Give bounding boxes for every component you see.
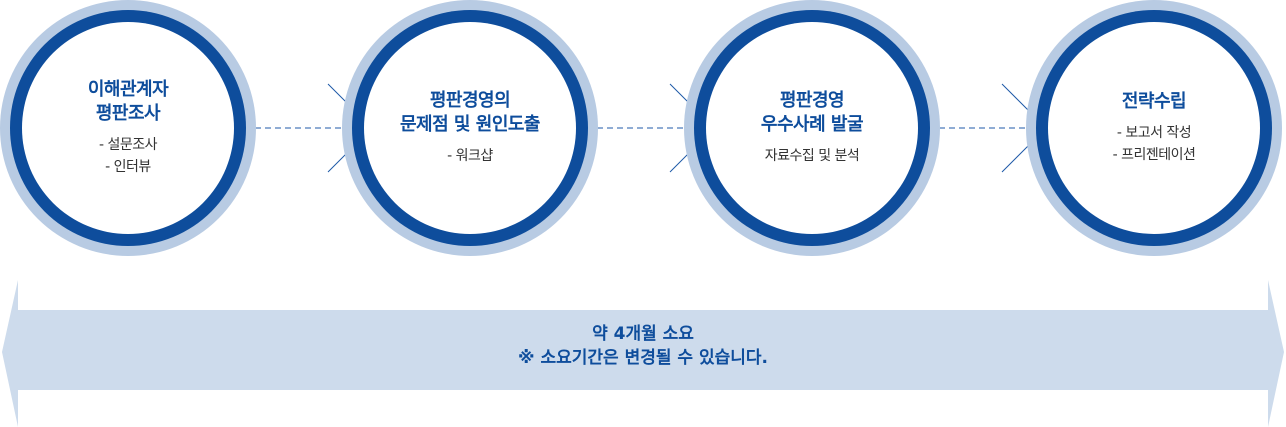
step-ring: 이해관계자 평판조사 - 설문조사 - 인터뷰 bbox=[10, 10, 246, 246]
step-title: 전략수립 bbox=[1121, 91, 1187, 112]
step-item-list: - 워크샵 bbox=[447, 145, 493, 167]
step-strategy: 전략수립 - 보고서 작성 - 프리젠테이션 bbox=[1026, 0, 1282, 256]
step-item: - 워크샵 bbox=[447, 148, 493, 164]
step-content: 이해관계자 평판조사 - 설문조사 - 인터뷰 bbox=[22, 22, 234, 234]
step-item: - 설문조사 bbox=[98, 137, 158, 153]
step-item: - 프리젠테이션 bbox=[1112, 147, 1196, 163]
step-content: 전략수립 - 보고서 작성 - 프리젠테이션 bbox=[1048, 22, 1260, 234]
step-item-list: - 설문조사 - 인터뷰 bbox=[98, 134, 158, 178]
duration-band: 약 4개월 소요 ※ 소요기간은 변경될 수 있습니다. bbox=[0, 280, 1286, 427]
step-item-list: - 보고서 작성 - 프리젠테이션 bbox=[1113, 122, 1196, 166]
step-ring: 전략수립 - 보고서 작성 - 프리젠테이션 bbox=[1036, 10, 1272, 246]
duration-arrow-band bbox=[2, 280, 1284, 427]
step-item: - 보고서 작성 bbox=[1116, 125, 1192, 141]
step-item-list: 자료수집 및 분석 bbox=[765, 145, 860, 167]
duration-label: 약 4개월 소요 ※ 소요기간은 변경될 수 있습니다. bbox=[0, 322, 1286, 370]
step-stakeholder-survey: 이해관계자 평판조사 - 설문조사 - 인터뷰 bbox=[0, 0, 256, 256]
double-arrow-icon bbox=[2, 280, 1284, 427]
duration-period: 약 4개월 소요 bbox=[592, 324, 694, 344]
step-content: 평판경영의 문제점 및 원인도출 - 워크샵 bbox=[364, 22, 576, 234]
step-title: 평판경영 우수사례 발굴 bbox=[760, 90, 864, 135]
step-content: 평판경영 우수사례 발굴 자료수집 및 분석 bbox=[706, 22, 918, 234]
step-ring: 평판경영의 문제점 및 원인도출 - 워크샵 bbox=[352, 10, 588, 246]
step-item: - 인터뷰 bbox=[105, 159, 151, 175]
step-problem-analysis: 평판경영의 문제점 및 원인도출 - 워크샵 bbox=[342, 0, 598, 256]
step-title: 이해관계자 평판조사 bbox=[87, 79, 169, 124]
duration-note: ※ 소요기간은 변경될 수 있습니다. bbox=[518, 348, 768, 368]
step-best-practices: 평판경영 우수사례 발굴 자료수집 및 분석 bbox=[684, 0, 940, 256]
step-ring: 평판경영 우수사례 발굴 자료수집 및 분석 bbox=[694, 10, 930, 246]
step-item: 자료수집 및 분석 bbox=[764, 148, 860, 164]
step-title: 평판경영의 문제점 및 원인도출 bbox=[399, 90, 541, 135]
